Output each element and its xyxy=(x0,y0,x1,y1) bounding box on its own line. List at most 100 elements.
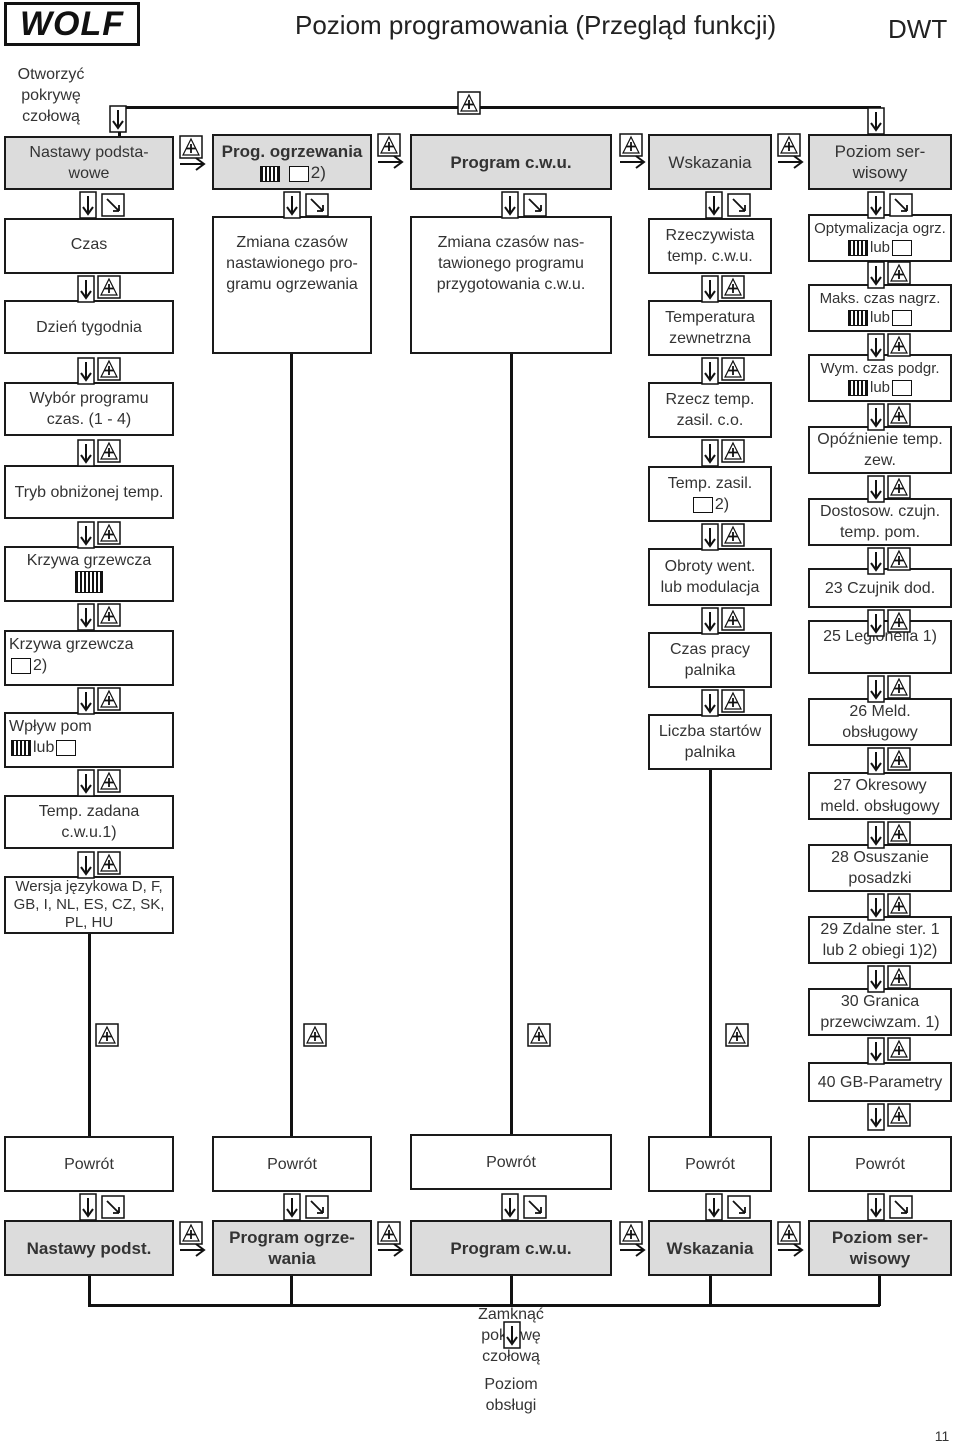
dial-icon[interactable] xyxy=(889,193,913,217)
plus-button-icon[interactable] xyxy=(887,475,911,499)
press-button-icon[interactable] xyxy=(867,403,885,431)
bottom-service-level[interactable]: Poziom ser-wisowy xyxy=(808,1220,952,1276)
right-arrow-icon[interactable] xyxy=(179,157,205,171)
item-heating-curve-2[interactable]: Krzywa grzewcza 2) xyxy=(4,630,174,686)
plus-button-icon[interactable] xyxy=(721,607,745,631)
plus-button-icon[interactable] xyxy=(887,547,911,571)
press-button-icon[interactable] xyxy=(503,1321,521,1349)
press-button-icon[interactable] xyxy=(77,687,95,715)
press-button-icon[interactable] xyxy=(79,1193,97,1221)
press-button-icon[interactable] xyxy=(867,191,885,219)
plus-button-icon[interactable] xyxy=(97,521,121,545)
item-extra-sensor[interactable]: 23 Czujnik dod. xyxy=(808,568,952,608)
press-button-icon[interactable] xyxy=(501,1193,519,1221)
plus-button-icon[interactable] xyxy=(377,133,401,157)
plus-button-icon[interactable] xyxy=(721,523,745,547)
item-dhw-setpoint[interactable]: Temp. zadana c.w.u.1) xyxy=(4,795,174,849)
press-button-icon[interactable] xyxy=(77,357,95,385)
back-basic[interactable]: Powrót xyxy=(4,1136,174,1192)
bottom-dhw-program[interactable]: Program c.w.u. xyxy=(410,1220,612,1276)
plus-button-icon[interactable] xyxy=(457,91,481,115)
dial-icon[interactable] xyxy=(889,1195,913,1219)
press-button-icon[interactable] xyxy=(701,607,719,635)
item-heating-times[interactable]: Zmiana czasów nastawionego pro-gramu ogr… xyxy=(212,216,372,354)
plus-button-icon[interactable] xyxy=(887,965,911,989)
press-button-icon[interactable] xyxy=(283,191,301,219)
press-button-icon[interactable] xyxy=(77,439,95,467)
plus-button-icon[interactable] xyxy=(887,747,911,771)
plus-button-icon[interactable] xyxy=(887,1037,911,1061)
right-arrow-icon[interactable] xyxy=(777,1243,803,1257)
item-language[interactable]: Wersja językowa D, F, GB, I, NL, ES, CZ,… xyxy=(4,876,174,934)
dial-icon[interactable] xyxy=(101,1195,125,1219)
plus-button-icon[interactable] xyxy=(721,689,745,713)
press-button-icon[interactable] xyxy=(867,747,885,775)
plus-button-icon[interactable] xyxy=(97,439,121,463)
press-button-icon[interactable] xyxy=(867,1037,885,1065)
bottom-readings[interactable]: Wskazania xyxy=(648,1220,772,1276)
plus-button-icon[interactable] xyxy=(887,333,911,357)
plus-button-icon[interactable] xyxy=(179,135,203,159)
plus-button-icon[interactable] xyxy=(179,1221,203,1245)
plus-button-icon[interactable] xyxy=(527,1023,551,1047)
dial-icon[interactable] xyxy=(523,193,547,217)
press-button-icon[interactable] xyxy=(109,105,127,133)
plus-button-icon[interactable] xyxy=(721,357,745,381)
item-setback-mode[interactable]: Tryb obniżonej temp. xyxy=(4,465,174,519)
press-button-icon[interactable] xyxy=(867,965,885,993)
plus-button-icon[interactable] xyxy=(725,1023,749,1047)
right-arrow-icon[interactable] xyxy=(377,155,403,169)
press-button-icon[interactable] xyxy=(283,1193,301,1221)
back-heating[interactable]: Powrót xyxy=(212,1136,372,1192)
item-periodic-service[interactable]: 27 Okresowy meld. obsługowy xyxy=(808,772,952,820)
plus-button-icon[interactable] xyxy=(97,687,121,711)
bottom-basic-settings[interactable]: Nastawy podst. xyxy=(4,1220,174,1276)
dial-icon[interactable] xyxy=(727,193,751,217)
dial-icon[interactable] xyxy=(305,193,329,217)
right-arrow-icon[interactable] xyxy=(179,1243,205,1257)
press-button-icon[interactable] xyxy=(77,275,95,303)
dial-icon[interactable] xyxy=(727,1195,751,1219)
right-arrow-icon[interactable] xyxy=(777,155,803,169)
item-burner-runtime[interactable]: Czas pracy palnika xyxy=(648,632,772,688)
press-button-icon[interactable] xyxy=(701,275,719,303)
header-readings[interactable]: Wskazania xyxy=(648,134,772,190)
press-button-icon[interactable] xyxy=(701,523,719,551)
back-service[interactable]: Powrót xyxy=(808,1136,952,1192)
item-remote-control[interactable]: 29 Zdalne ster. 1 lub 2 obiegi 1)2) xyxy=(808,916,952,964)
dial-icon[interactable] xyxy=(101,193,125,217)
plus-button-icon[interactable] xyxy=(97,769,121,793)
press-button-icon[interactable] xyxy=(867,475,885,503)
press-button-icon[interactable] xyxy=(867,1193,885,1221)
item-flow-temp[interactable]: Temp. zasil. 2) xyxy=(648,466,772,522)
plus-button-icon[interactable] xyxy=(95,1023,119,1047)
press-button-icon[interactable] xyxy=(79,191,97,219)
plus-button-icon[interactable] xyxy=(777,133,801,157)
item-forced-preheat[interactable]: Wym. czas podgr. lub xyxy=(808,354,952,402)
press-button-icon[interactable] xyxy=(867,1103,885,1131)
plus-button-icon[interactable] xyxy=(303,1023,327,1047)
plus-button-icon[interactable] xyxy=(887,893,911,917)
item-room-influence[interactable]: Wpływ pom lub xyxy=(4,712,174,768)
header-heating-program[interactable]: Prog. ogrzewania 2) xyxy=(212,134,372,190)
press-button-icon[interactable] xyxy=(701,689,719,717)
dial-icon[interactable] xyxy=(305,1195,329,1219)
plus-button-icon[interactable] xyxy=(97,851,121,875)
press-button-icon[interactable] xyxy=(77,603,95,631)
item-actual-dhw-temp[interactable]: Rzeczywista temp. c.w.u. xyxy=(648,218,772,274)
right-arrow-icon[interactable] xyxy=(377,1243,403,1257)
press-button-icon[interactable] xyxy=(501,191,519,219)
header-service-level[interactable]: Poziom ser-wisowy xyxy=(808,134,952,190)
plus-button-icon[interactable] xyxy=(619,1221,643,1245)
plus-button-icon[interactable] xyxy=(887,1103,911,1127)
press-button-icon[interactable] xyxy=(705,191,723,219)
plus-button-icon[interactable] xyxy=(721,439,745,463)
plus-button-icon[interactable] xyxy=(887,403,911,427)
header-basic-settings[interactable]: Nastawy podsta-wowe xyxy=(4,136,174,190)
bottom-heating-program[interactable]: Program ogrze-wania xyxy=(212,1220,372,1276)
press-button-icon[interactable] xyxy=(867,547,885,575)
header-dhw-program[interactable]: Program c.w.u. xyxy=(410,134,612,190)
press-button-icon[interactable] xyxy=(867,893,885,921)
right-arrow-icon[interactable] xyxy=(619,1243,645,1257)
plus-button-icon[interactable] xyxy=(619,133,643,157)
